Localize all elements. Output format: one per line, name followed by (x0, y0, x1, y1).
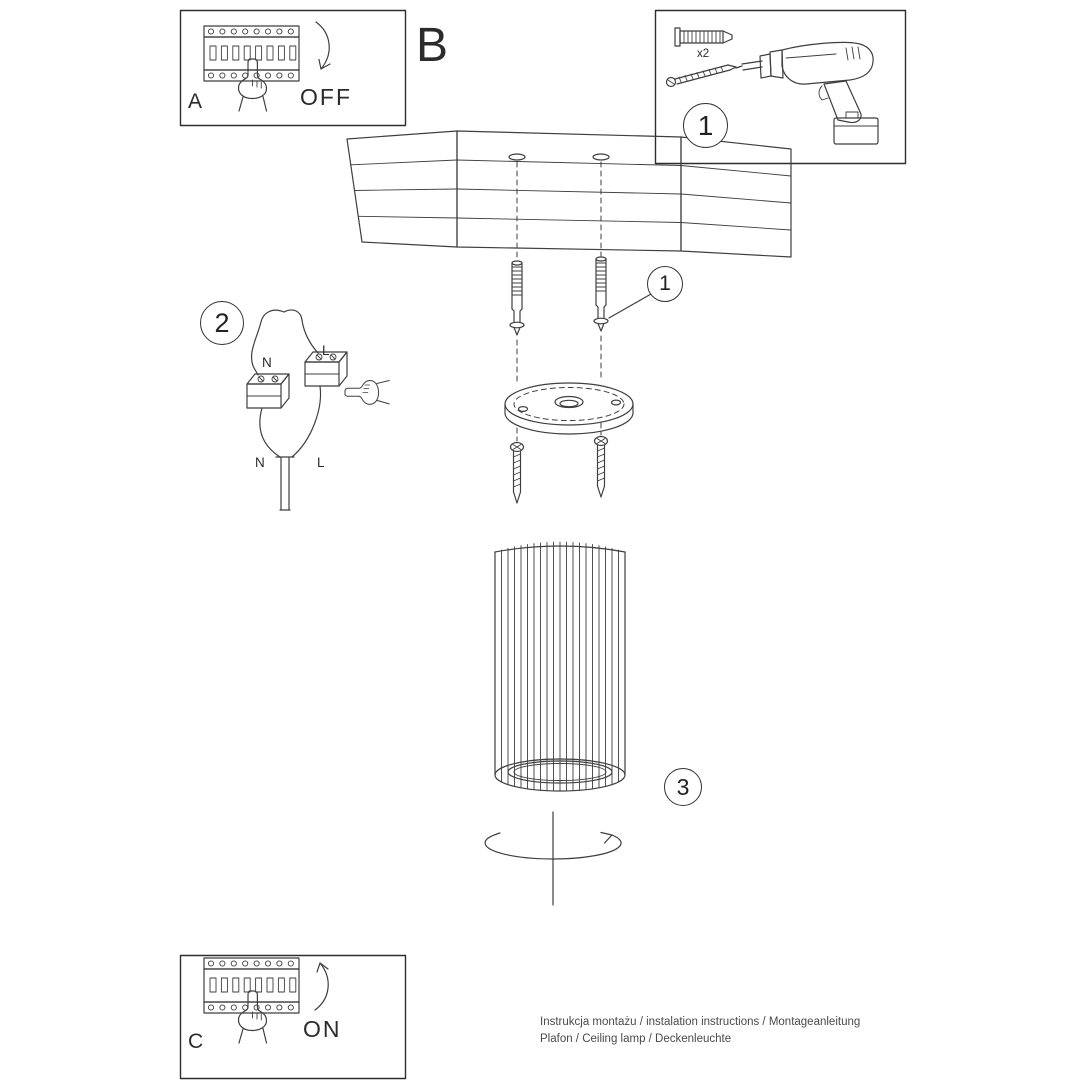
breaker-on-diagram (203, 957, 329, 1044)
canopy-hole (610, 399, 622, 406)
drill-icon (735, 41, 879, 145)
breaker-off-diagram (203, 21, 331, 112)
on-state-label: ON (303, 1016, 342, 1042)
terminal-n-bottom-label: N (255, 455, 265, 470)
ceiling-hole (508, 153, 526, 161)
mounting-screws (509, 435, 609, 504)
callout-leader (608, 293, 652, 319)
canopy-hole (517, 406, 529, 413)
footer-text: Instrukcja montażu / instalation instruc… (540, 1014, 860, 1047)
wire-l-bottom (291, 385, 322, 458)
wiring-diagram (246, 309, 390, 511)
supply-cable (275, 456, 295, 511)
pressing-hand (344, 380, 390, 405)
lamp-shade-diagram (494, 541, 626, 792)
ceiling-hole (592, 153, 610, 161)
off-state-label: OFF (300, 84, 352, 110)
alignment-lines (516, 161, 602, 442)
anchor-callout-badge: 1 (647, 266, 683, 302)
terminal-l-top-label: L (322, 343, 330, 358)
terminal-n-top-label: N (262, 355, 272, 370)
ceiling-diagram (346, 130, 792, 258)
canopy-diagram (504, 382, 634, 435)
screw-icon (665, 64, 737, 88)
anchor-quantity-label: x2 (697, 48, 710, 60)
rotation-arrow (484, 811, 622, 906)
step-1-badge: 1 (683, 103, 728, 148)
wall-anchors (509, 256, 652, 336)
step-2-badge: 2 (200, 301, 244, 345)
arrow-off (315, 21, 330, 70)
footer-line-2: Plafon / Ceiling lamp / Deckenleuchte (540, 1032, 732, 1045)
wall-plug-icon (674, 27, 733, 47)
footer-line-1: Instrukcja montażu / instalation instruc… (540, 1016, 861, 1028)
wire-n-bottom (259, 407, 281, 458)
wire-l-top (283, 309, 319, 354)
tools-diagram (665, 27, 879, 145)
wire-n-top (250, 309, 285, 376)
arrow-on (314, 962, 329, 1011)
step-3-badge: 3 (664, 768, 702, 806)
panel-a-label: A (188, 90, 203, 113)
terminal-l-bottom-label: L (317, 455, 325, 470)
section-b-label: B (416, 19, 449, 72)
panel-frames (179, 9, 907, 1080)
panel-c-label: C (188, 1030, 204, 1053)
